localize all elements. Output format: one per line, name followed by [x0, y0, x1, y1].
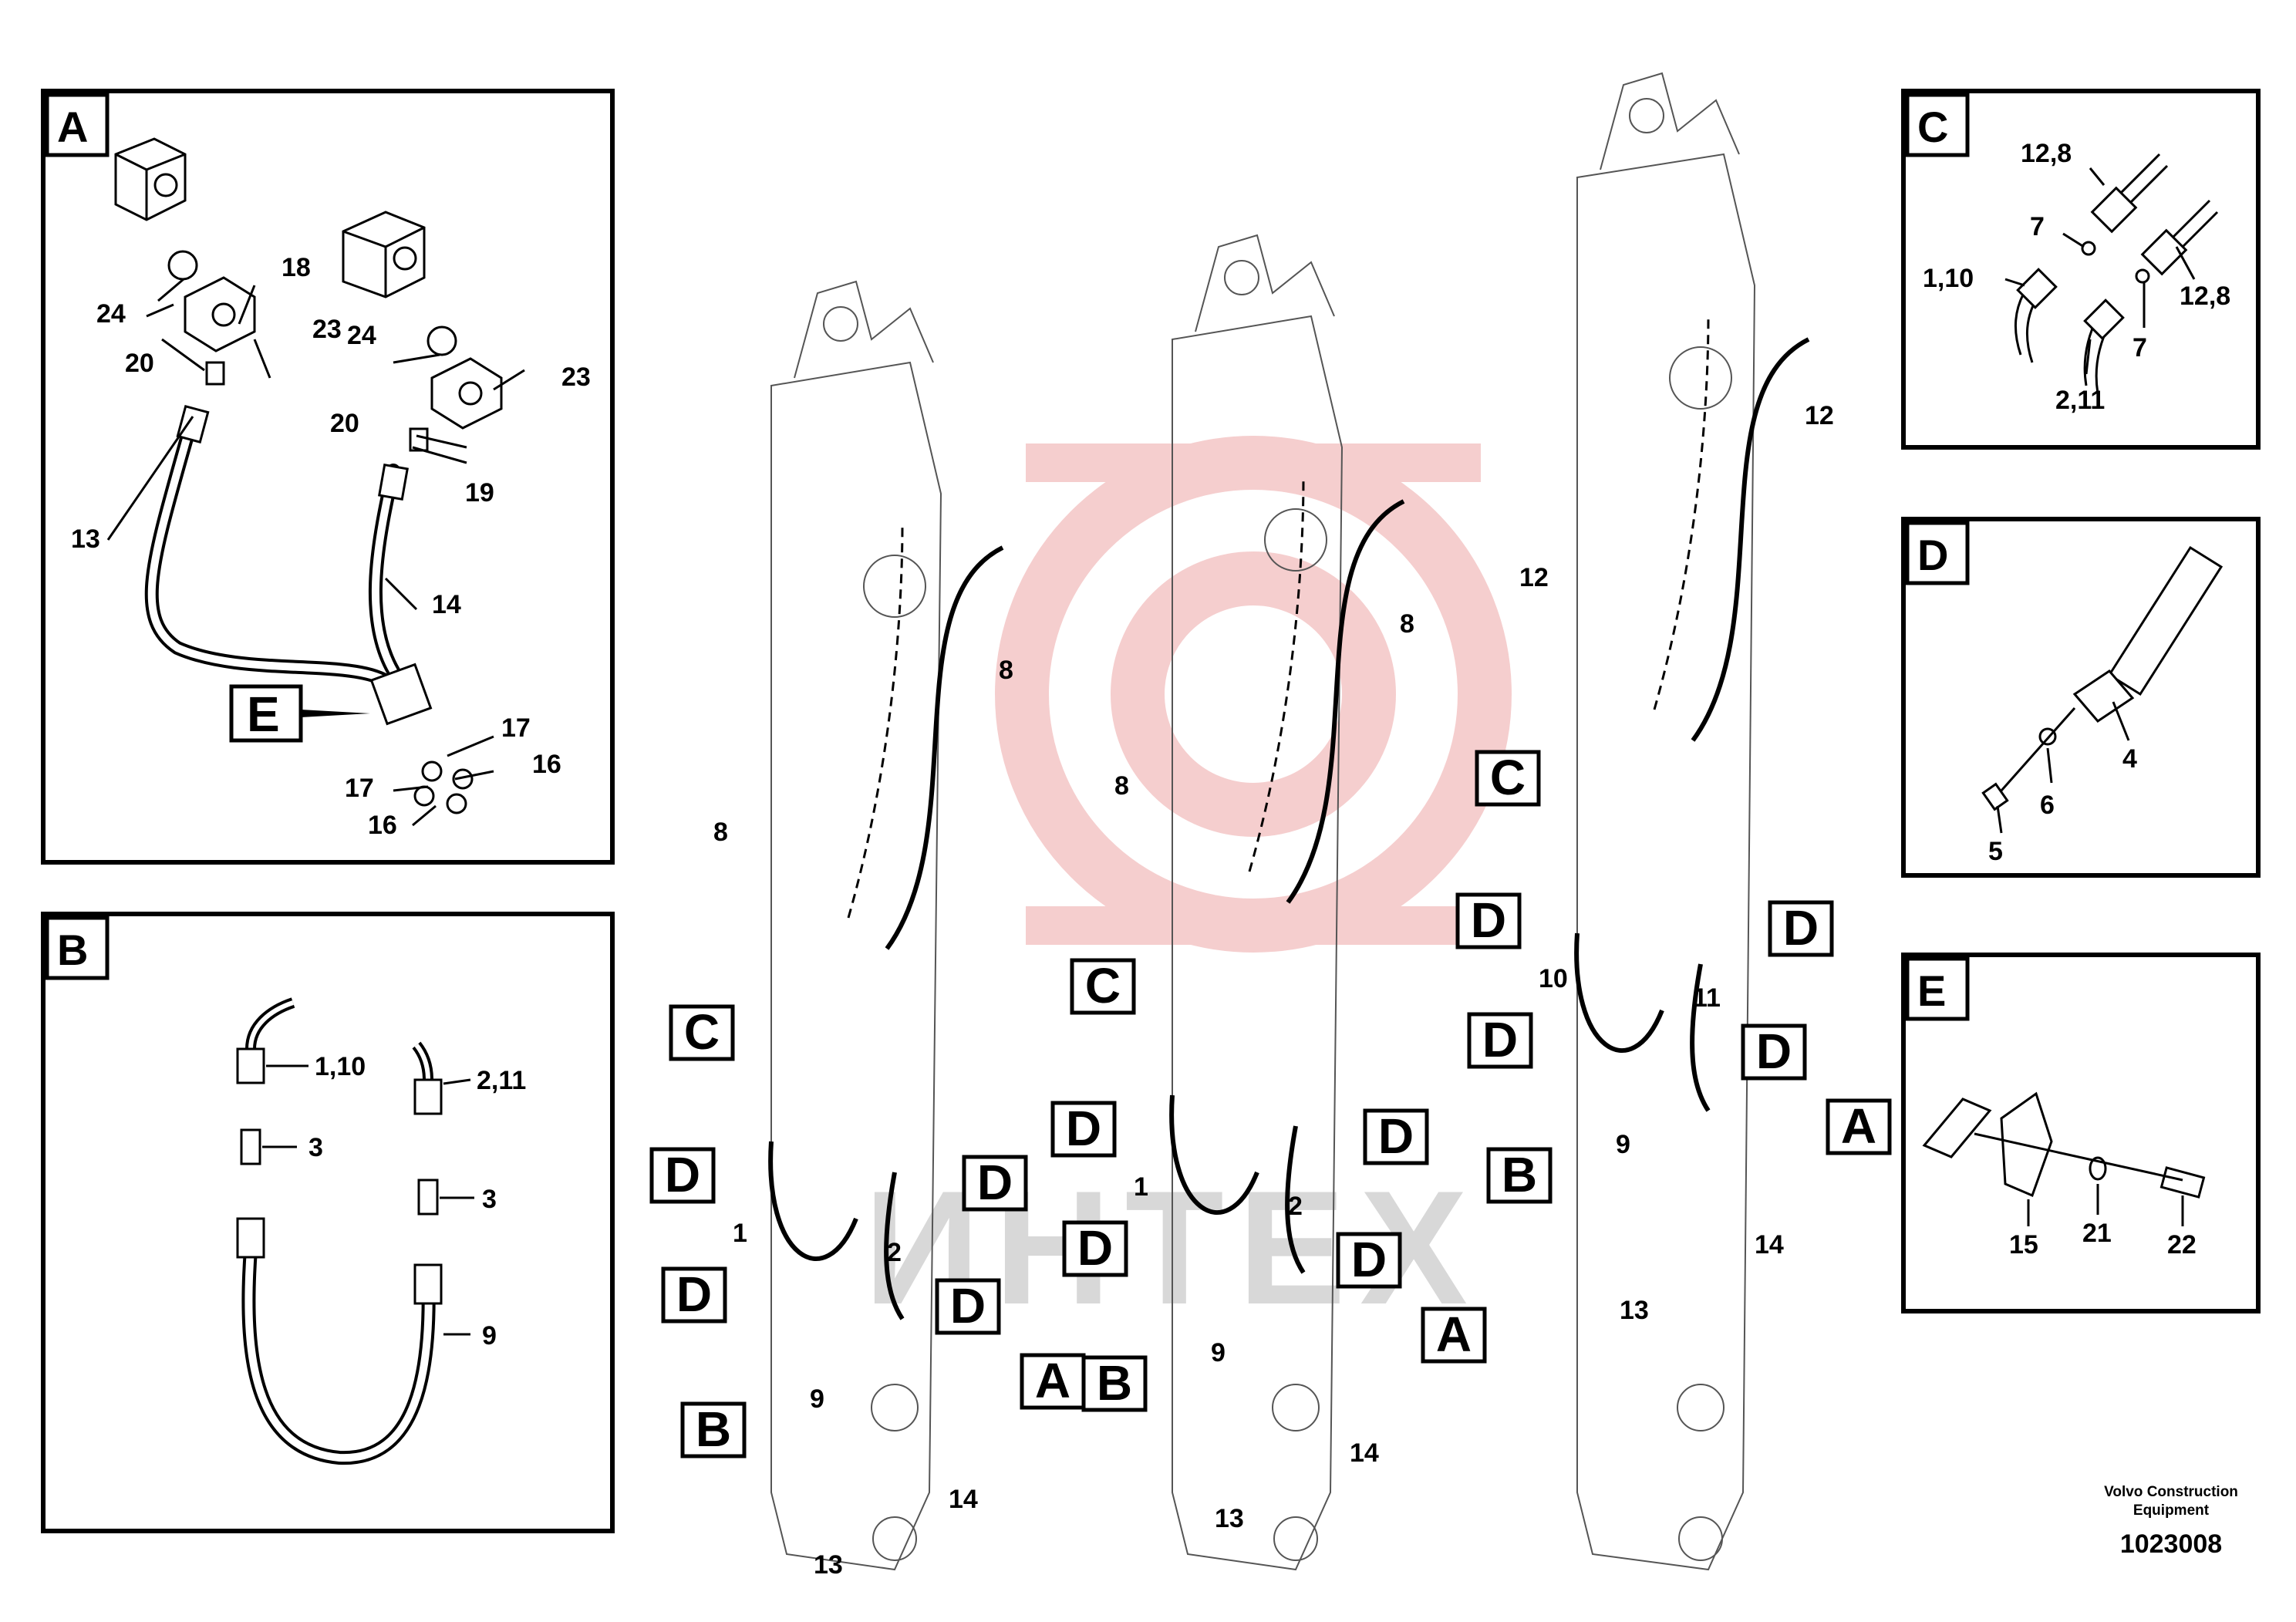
- boom-left-label-13: 14: [949, 1485, 978, 1514]
- boom-right-label-4: D: [1783, 900, 1819, 956]
- panel-c-label-1-10: 1,10: [1923, 264, 1974, 293]
- boom-middle-label-12: 13: [1215, 1504, 1244, 1533]
- panel-a-label-17b: 17: [345, 774, 374, 803]
- footer-drawing-number: 1023008: [2120, 1529, 2222, 1559]
- boom-left-label-1: 8: [713, 818, 728, 847]
- panel-b-letter: B: [57, 926, 88, 974]
- panel-a-label-16: 16: [532, 750, 561, 779]
- footer-company-line2: Equipment: [2133, 1502, 2210, 1519]
- boom-right-label-11: A: [1841, 1098, 1876, 1154]
- panel-c: C 12,8 7 1,10 12,8 7: [1901, 89, 2261, 450]
- panel-e-letter: E: [1917, 966, 1946, 1015]
- boom-middle-label-3: D: [1066, 1101, 1101, 1156]
- boom-right-label-13: 14: [1755, 1230, 1784, 1259]
- panel-a: A: [41, 89, 615, 865]
- boom-middle-label-1: 8: [1114, 771, 1129, 801]
- boom-right-label-6: 11: [1693, 983, 1721, 1013]
- footer-company-line1: Volvo Construction: [2104, 1484, 2238, 1500]
- boom-middle-label-4: D: [1378, 1108, 1414, 1164]
- boom-left-label-8: D: [950, 1278, 986, 1334]
- boom-right-label-12: 13: [1620, 1296, 1649, 1325]
- panel-e-label-21: 21: [2082, 1219, 2112, 1248]
- panel-c-label-12-8: 12,8: [2021, 139, 2072, 168]
- panel-a-label-23b: 23: [561, 363, 591, 392]
- boom-left-label-0: 8: [999, 656, 1013, 685]
- boom-outline: [1576, 153, 1756, 1571]
- panel-b-label-3: 3: [308, 1133, 323, 1162]
- boom-right-label-1: 12: [1519, 563, 1549, 592]
- panel-a-label-23: 23: [312, 315, 342, 344]
- panel-a-label-20b: 20: [330, 409, 359, 438]
- panel-b: B 1,10 2,11 3: [41, 912, 615, 1533]
- boom-left-label-3: D: [665, 1147, 700, 1202]
- panel-c-letter: C: [1917, 103, 1948, 151]
- panel-c-label-7b: 7: [2132, 333, 2147, 363]
- panel-b-label-2-11: 2,11: [477, 1066, 526, 1095]
- panel-b-label-1-10: 1,10: [315, 1052, 366, 1081]
- panel-a-label-24: 24: [96, 299, 126, 329]
- boom-middle-label-5: 1: [1134, 1172, 1148, 1202]
- panel-a-label-19: 19: [465, 478, 494, 508]
- boom-left-label-12: 13: [814, 1550, 843, 1580]
- boom-middle-label-8: D: [1351, 1232, 1387, 1287]
- footer: Volvo Construction Equipment 1023008: [2104, 1484, 2238, 1559]
- panel-a-label-14: 14: [432, 590, 461, 619]
- panel-a-label-24b: 24: [347, 321, 376, 350]
- boom-middle-label-0: 8: [1400, 609, 1414, 639]
- panel-a-label-16b: 16: [368, 811, 397, 840]
- boom-right-label-9: B: [1502, 1147, 1537, 1202]
- boom-middle-label-6: 2: [1288, 1192, 1303, 1221]
- boom-right-label-3: D: [1471, 892, 1506, 948]
- panel-a-label-17: 17: [501, 713, 531, 743]
- panel-c-label-7: 7: [2030, 212, 2045, 241]
- boom-right-label-8: D: [1756, 1023, 1792, 1079]
- boom-middle-label-13: 14: [1350, 1438, 1379, 1468]
- panel-a-callout-e: E: [247, 686, 280, 742]
- panel-c-label-12-8b: 12,8: [2180, 282, 2230, 311]
- panel-e: E 15 21 22: [1901, 953, 2261, 1313]
- boom-outline: [770, 361, 942, 1571]
- boom-right-label-7: D: [1482, 1012, 1518, 1067]
- panel-d-letter: D: [1917, 531, 1948, 579]
- panel-d: D 4 6 5: [1901, 517, 2261, 878]
- boom-left-label-11: A: [1035, 1353, 1070, 1408]
- boom-middle-label-7: D: [1077, 1220, 1113, 1276]
- panel-e-label-15: 15: [2009, 1230, 2038, 1259]
- boom-right-label-10: 9: [1616, 1130, 1630, 1159]
- panel-d-label-6: 6: [2040, 791, 2055, 820]
- boom-middle-label-2: C: [1085, 958, 1121, 1013]
- boom-left-label-2: C: [684, 1004, 720, 1060]
- panel-d-label-4: 4: [2122, 744, 2137, 774]
- boom-left-label-10: 9: [810, 1384, 824, 1414]
- panel-d-label-5: 5: [1988, 837, 2003, 866]
- boom-middle-label-9: B: [1097, 1355, 1132, 1411]
- panel-a-label-20: 20: [125, 349, 154, 378]
- panel-e-label-22: 22: [2167, 1230, 2197, 1259]
- boom-left-label-4: D: [977, 1155, 1013, 1210]
- panel-a-label-18: 18: [282, 253, 311, 282]
- panel-a-letter: A: [57, 103, 88, 151]
- boom-middle-label-10: 9: [1211, 1338, 1226, 1367]
- boom-right-label-2: C: [1490, 750, 1526, 805]
- boom-right-label-0: 12: [1805, 401, 1834, 430]
- boom-middle-label-11: A: [1436, 1307, 1472, 1362]
- panel-b-label-9: 9: [482, 1321, 497, 1351]
- boom-left-label-5: 1: [733, 1219, 747, 1248]
- watermark-logo: [995, 436, 1512, 953]
- boom-left-label-7: D: [676, 1266, 712, 1322]
- panel-c-label-2-11: 2,11: [2055, 386, 2105, 415]
- boom-left-label-6: 2: [887, 1238, 902, 1267]
- boom-outline: [1172, 315, 1344, 1571]
- boom-right-label-5: 10: [1539, 964, 1568, 993]
- panel-a-label-13: 13: [71, 524, 100, 554]
- panel-b-label-3b: 3: [482, 1185, 497, 1214]
- boom-left-label-9: B: [696, 1401, 731, 1457]
